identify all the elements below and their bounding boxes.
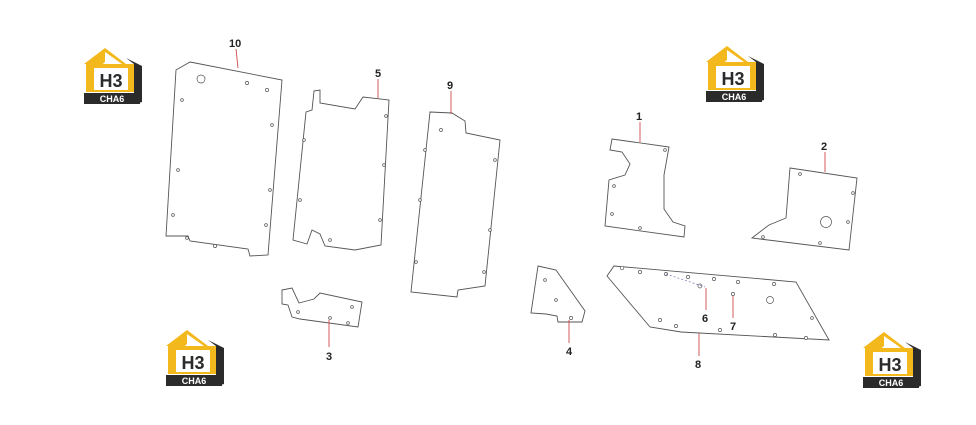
callout-1: 1 xyxy=(636,111,642,123)
brand-logo-top-right: H3 CHA6 xyxy=(704,44,766,106)
callout-7: 7 xyxy=(730,321,736,333)
brand-logo-bottom-right: H3 CHA6 xyxy=(861,330,923,392)
part-8-plate xyxy=(606,265,830,356)
logo-text: CHA6 xyxy=(100,94,125,104)
callout-10: 10 xyxy=(229,38,241,50)
brand-logo-bottom-left: H3 CHA6 xyxy=(164,328,226,390)
logo-text: CHA6 xyxy=(182,376,207,386)
part-10-panel xyxy=(165,48,283,257)
callout-3: 3 xyxy=(326,351,332,363)
part-3-bracket xyxy=(281,287,363,347)
part-2-panel xyxy=(750,152,858,251)
logo-mark: H3 xyxy=(878,355,901,375)
callout-4: 4 xyxy=(566,346,573,358)
callout-5: 5 xyxy=(375,68,381,80)
part-1-panel xyxy=(604,122,686,238)
logo-mark: H3 xyxy=(721,69,744,89)
logo-text: CHA6 xyxy=(722,92,747,102)
callout-6: 6 xyxy=(702,313,708,325)
logo-mark: H3 xyxy=(99,71,122,91)
callout-8: 8 xyxy=(695,359,701,371)
part-5-panel xyxy=(292,79,390,251)
brand-logo-top-left: H3 CHA6 xyxy=(82,46,144,108)
callout-2: 2 xyxy=(821,141,827,153)
logo-mark: H3 xyxy=(181,353,204,373)
part-4-gusset xyxy=(530,265,586,343)
part-9-panel xyxy=(410,91,501,298)
callout-9: 9 xyxy=(447,80,453,92)
logo-text: CHA6 xyxy=(879,378,904,388)
